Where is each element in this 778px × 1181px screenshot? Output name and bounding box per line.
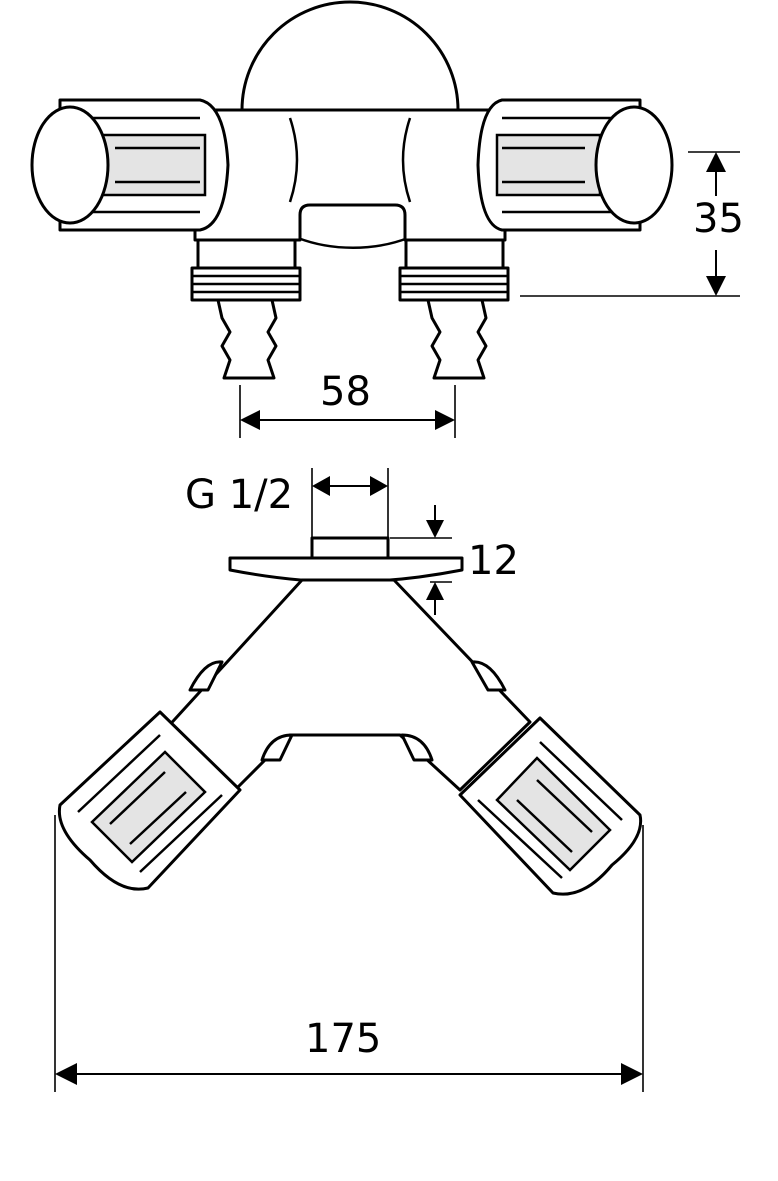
front-wall-flange xyxy=(240,0,460,112)
front-right-handle xyxy=(476,98,674,232)
dimension-58: 58 xyxy=(239,369,456,438)
front-left-handle xyxy=(30,98,230,232)
front-view: 35 58 xyxy=(30,0,744,438)
dimension-thread: G 1/2 xyxy=(185,468,389,538)
dimension-12: 12 xyxy=(390,505,519,615)
dim-label-175: 175 xyxy=(305,1016,381,1062)
top-y-body xyxy=(163,578,532,792)
front-left-outlet xyxy=(190,238,302,380)
top-left-handle xyxy=(57,710,242,891)
dimension-175: 175 xyxy=(54,815,644,1092)
top-view: G 1/2 12 175 xyxy=(54,468,644,1092)
front-body xyxy=(193,108,507,242)
dimension-35: 35 xyxy=(520,151,744,297)
dim-label-thread: G 1/2 xyxy=(185,472,293,518)
front-wall-flange-lower xyxy=(297,236,409,250)
dim-label-35: 35 xyxy=(693,196,744,242)
dim-label-12: 12 xyxy=(468,538,519,584)
front-right-outlet xyxy=(398,238,510,380)
top-right-handle xyxy=(458,716,643,896)
top-flange xyxy=(228,556,464,584)
dim-label-58: 58 xyxy=(320,369,371,415)
